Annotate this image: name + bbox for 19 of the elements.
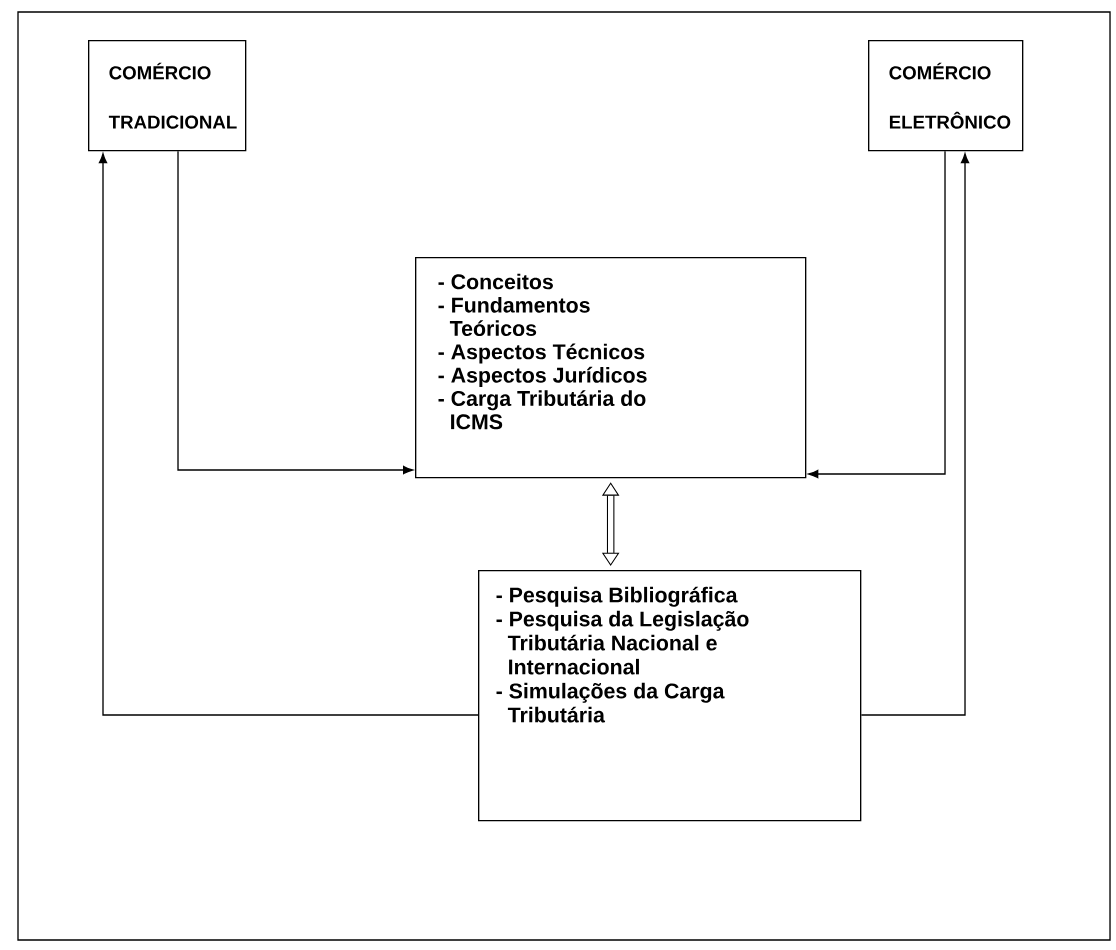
- arrow: [98, 153, 479, 716]
- text-box: [415, 257, 807, 479]
- list-item: - Carga Tributária do ICMS: [438, 390, 646, 430]
- arrow: [860, 153, 970, 716]
- list-item: - Conceitos: [438, 273, 553, 290]
- box-label: COMÉRCIO TRADICIONAL: [108, 62, 237, 129]
- text-box: [88, 40, 247, 152]
- list-item: - Aspectos Técnicos: [438, 343, 645, 364]
- arrow: [177, 150, 413, 475]
- arrow: [601, 482, 620, 566]
- list-item: - Fundamentos Teóricos: [438, 297, 590, 336]
- box-label: COMÉRCIO ELETRÔNICO: [889, 62, 1011, 129]
- text-box: [868, 40, 1024, 152]
- text-box: [478, 570, 862, 822]
- list-item: - Pesquisa Bibliográfica: [496, 586, 738, 607]
- list-item: - Simulações da Carga Tributária: [496, 682, 725, 723]
- list-item: - Pesquisa da Legislação Tributária Nacional e Internacional: [496, 610, 749, 675]
- arrow: [808, 150, 946, 479]
- list-item: - Aspectos Jurídicos: [438, 366, 647, 387]
